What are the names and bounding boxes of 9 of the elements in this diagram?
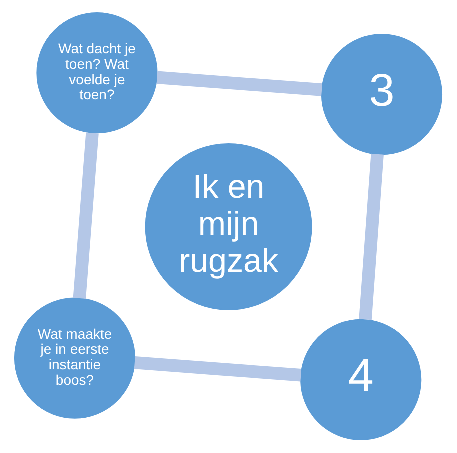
node-circle: Ik en mijn rugzak	[145, 143, 312, 310]
connector	[134, 356, 302, 382]
node-circle: Wat maakte je in eerste instantie boos?	[14, 298, 136, 419]
connector	[73, 132, 99, 299]
node-circle: 4	[300, 319, 422, 440]
connector	[156, 71, 322, 96]
node-circle: Wat dacht je toen? Wat voelde je toen?	[36, 12, 158, 134]
node-circle: 3	[321, 34, 443, 156]
connector	[359, 154, 384, 320]
